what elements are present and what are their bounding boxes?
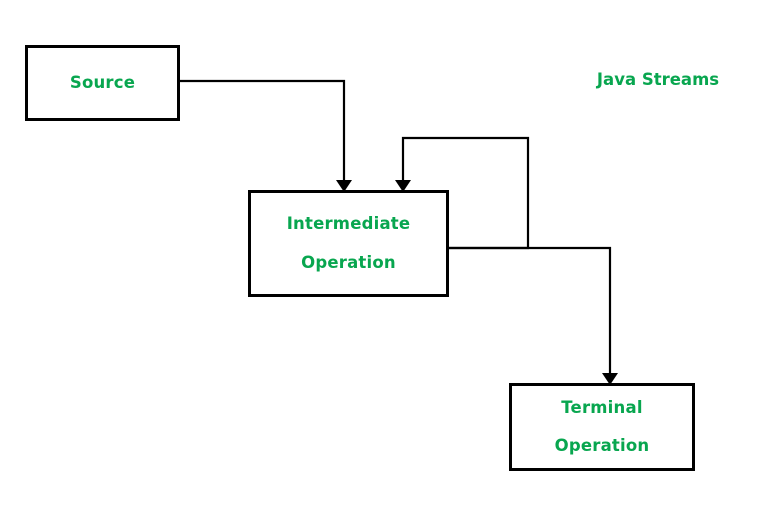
edge-source-to-intermediate: [180, 79, 352, 192]
node-source-label: Source: [69, 72, 136, 92]
node-terminal-operation[interactable]: Terminal Operation: [509, 383, 695, 471]
arrowhead-icon: [336, 180, 352, 192]
node-intermediate-operation[interactable]: Intermediate Operation: [248, 190, 449, 297]
node-source[interactable]: Source: [25, 45, 180, 121]
arrowhead-icon: [395, 180, 411, 192]
node-terminal-label-line-1: Terminal: [561, 397, 643, 417]
arrowhead-icon: [602, 373, 618, 385]
node-intermediate-label-line-2: Operation: [301, 252, 396, 272]
diagram-title: Java Streams: [596, 70, 720, 89]
node-intermediate-label-line-1: Intermediate: [286, 214, 411, 233]
node-terminal-label-line-2: Operation: [554, 436, 650, 455]
edge-intermediate-to-terminal: [449, 246, 618, 385]
